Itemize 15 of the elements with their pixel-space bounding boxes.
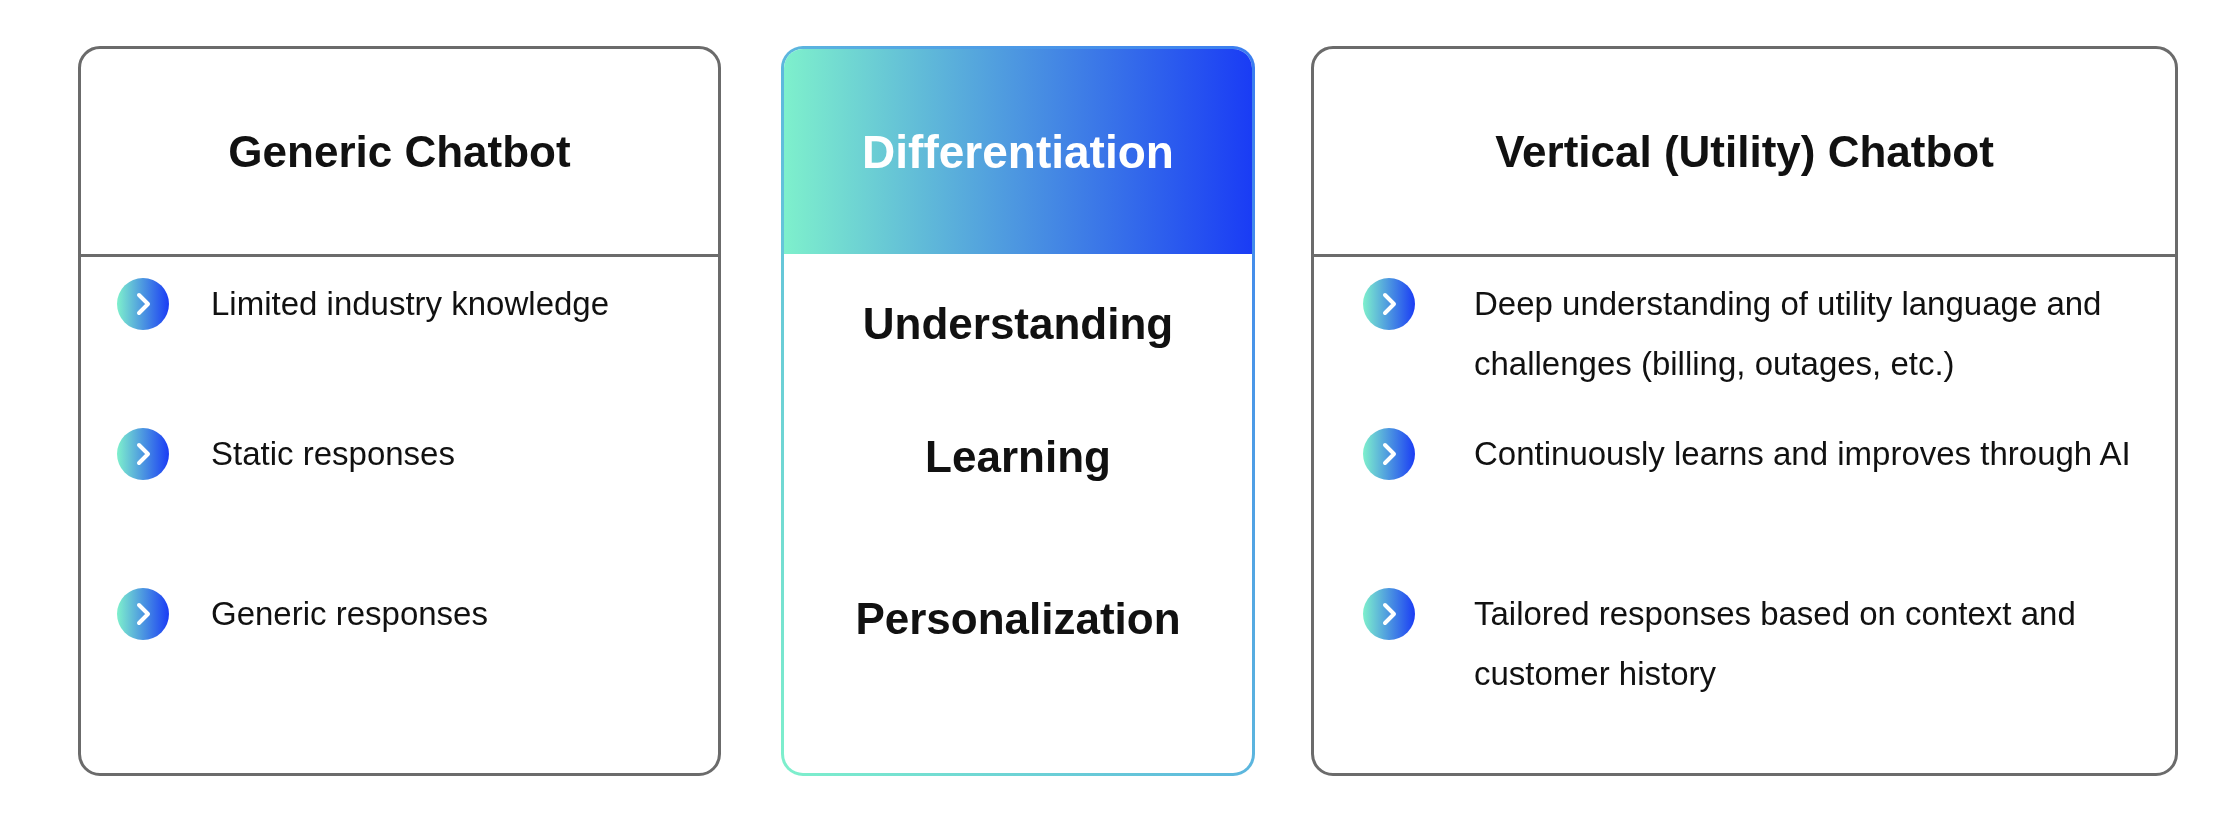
card-heading: Differentiation: [862, 124, 1174, 179]
list-item-text: Continuously learns and improves through AI: [1474, 434, 2131, 474]
list-item-text: Deep understanding of utility language and challenges (billing, outages, etc.): [1474, 284, 2103, 384]
feature-label: Learning: [925, 432, 1111, 481]
comparison-card: [1311, 46, 2178, 776]
card-heading: Generic Chatbot: [228, 125, 571, 178]
feature-label: Understanding: [862, 299, 1174, 348]
comparison-card: [781, 46, 1255, 776]
list-item-text: Limited industry knowledge: [211, 284, 610, 324]
comparison-card: [78, 46, 721, 776]
list-item-text: Static responses: [211, 434, 455, 474]
list-item-text: Tailored responses based on context and customer history: [1474, 594, 2077, 694]
list-item-text: Generic responses: [211, 594, 488, 634]
card-heading: Vertical (Utility) Chatbot: [1495, 125, 1994, 178]
feature-label: Personalization: [855, 594, 1181, 643]
